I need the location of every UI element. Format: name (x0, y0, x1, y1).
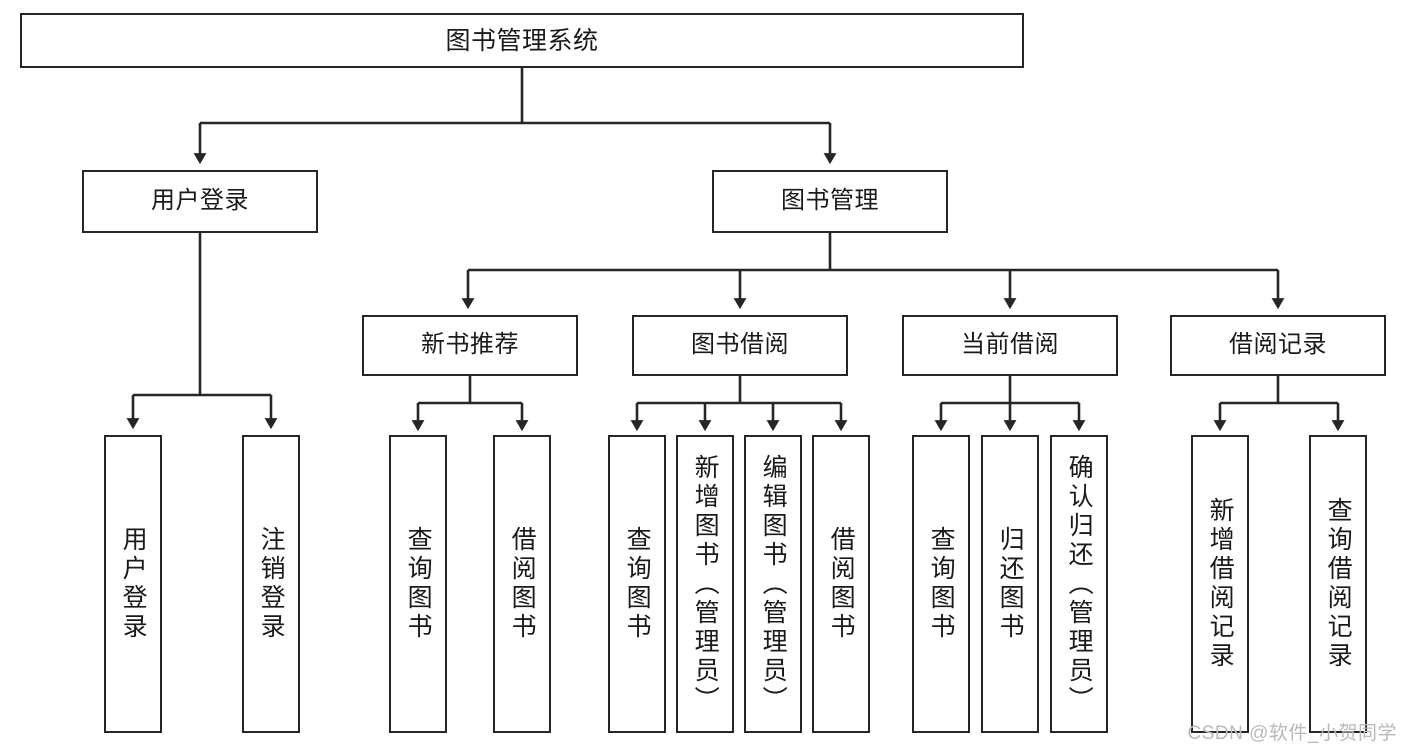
node-leaf-confirm-return-label: 确认归还（管理员） (1065, 453, 1094, 715)
node-root-label: 图书管理系统 (445, 26, 599, 55)
node-leaf-borrow-book-2[interactable]: 借阅图书 (812, 435, 870, 733)
node-current-borrow[interactable]: 当前借阅 (902, 315, 1118, 376)
node-book-manage-label: 图书管理 (781, 187, 879, 215)
node-new-book-rec-label: 新书推荐 (421, 331, 519, 359)
node-leaf-add-record-label: 新增借阅记录 (1206, 497, 1235, 671)
node-leaf-return-book-label: 归还图书 (996, 526, 1025, 642)
node-leaf-user-login[interactable]: 用户登录 (104, 435, 162, 733)
node-leaf-add-book-label: 新增图书（管理员） (691, 453, 720, 715)
node-leaf-query-book-1[interactable]: 查询图书 (389, 435, 447, 733)
watermark-text: CSDN @软件_小贺同学 (1187, 723, 1397, 744)
node-leaf-query-book-2-label: 查询图书 (623, 526, 652, 642)
node-leaf-add-record[interactable]: 新增借阅记录 (1191, 435, 1249, 733)
node-leaf-add-book[interactable]: 新增图书（管理员） (676, 435, 734, 733)
node-book-borrow-label: 图书借阅 (691, 331, 789, 359)
node-user-login[interactable]: 用户登录 (82, 170, 318, 233)
node-leaf-confirm-return[interactable]: 确认归还（管理员） (1050, 435, 1108, 733)
node-user-login-label: 用户登录 (151, 187, 249, 215)
node-leaf-borrow-book-2-label: 借阅图书 (827, 526, 856, 642)
node-leaf-query-book-1-label: 查询图书 (404, 526, 433, 642)
node-leaf-query-book-2[interactable]: 查询图书 (608, 435, 666, 733)
node-leaf-query-record[interactable]: 查询借阅记录 (1309, 435, 1367, 733)
node-leaf-borrow-book-1-label: 借阅图书 (508, 526, 537, 642)
node-book-manage[interactable]: 图书管理 (712, 170, 948, 233)
node-leaf-user-logout[interactable]: 注销登录 (242, 435, 300, 733)
node-leaf-query-book-3[interactable]: 查询图书 (912, 435, 970, 733)
node-leaf-edit-book[interactable]: 编辑图书（管理员） (744, 435, 802, 733)
node-new-book-rec[interactable]: 新书推荐 (362, 315, 578, 376)
node-root[interactable]: 图书管理系统 (20, 13, 1024, 68)
node-leaf-query-record-label: 查询借阅记录 (1324, 497, 1353, 671)
node-leaf-borrow-book-1[interactable]: 借阅图书 (493, 435, 551, 733)
node-leaf-user-login-label: 用户登录 (119, 526, 148, 642)
node-current-borrow-label: 当前借阅 (961, 331, 1059, 359)
node-book-borrow[interactable]: 图书借阅 (632, 315, 848, 376)
node-borrow-record[interactable]: 借阅记录 (1170, 315, 1386, 376)
node-leaf-return-book[interactable]: 归还图书 (981, 435, 1039, 733)
node-leaf-user-logout-label: 注销登录 (257, 526, 286, 642)
node-leaf-query-book-3-label: 查询图书 (927, 526, 956, 642)
node-borrow-record-label: 借阅记录 (1229, 331, 1327, 359)
node-leaf-edit-book-label: 编辑图书（管理员） (759, 453, 788, 715)
